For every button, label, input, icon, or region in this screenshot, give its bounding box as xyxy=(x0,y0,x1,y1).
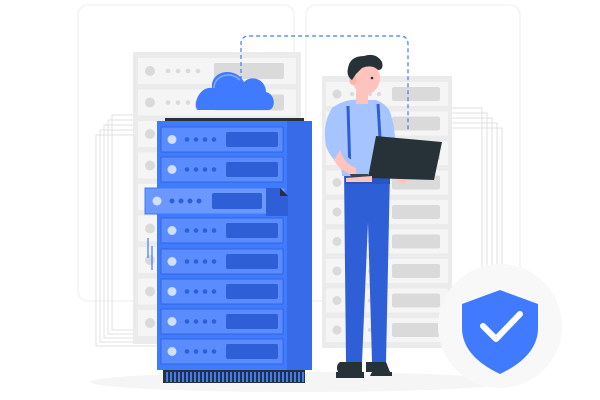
cloud-icon xyxy=(195,71,274,110)
shield-check-icon xyxy=(438,264,562,388)
server-rack-unit xyxy=(160,126,284,153)
server-rack-unit xyxy=(160,308,284,335)
main-server-rack xyxy=(157,118,312,383)
connection-dashed-line xyxy=(240,35,409,130)
server-rack-unit xyxy=(160,217,284,244)
accent-lines xyxy=(147,238,153,270)
document-icon xyxy=(266,188,288,216)
laptop-icon xyxy=(346,136,442,182)
cable-lines-right xyxy=(452,107,503,310)
server-rack-unit xyxy=(160,248,284,275)
background-rack-unit xyxy=(326,318,448,342)
server-rack-unit xyxy=(160,278,284,305)
server-rack-unit xyxy=(160,338,284,365)
server-rack-unit xyxy=(160,156,284,183)
pulled-out-server-unit xyxy=(144,187,286,215)
